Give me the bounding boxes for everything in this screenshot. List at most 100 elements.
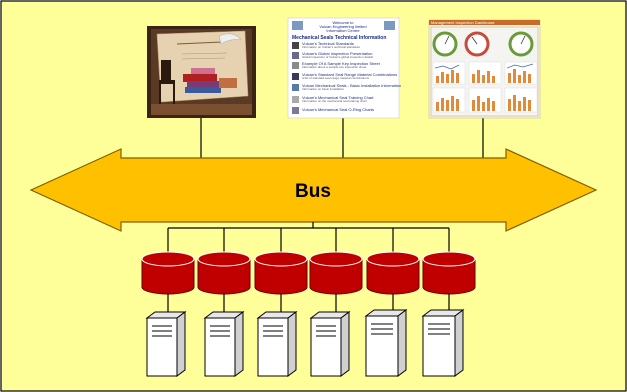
gauge-needle — [444, 35, 450, 45]
database-2 — [197, 251, 251, 295]
server-side-face — [176, 311, 186, 377]
info-centre-screenshot: Welcome to Vulcan Engineering limited In… — [287, 17, 401, 119]
mini-bar — [482, 75, 485, 83]
server-front-face — [257, 317, 289, 377]
server-front-face — [310, 317, 342, 377]
server-tower-icon — [309, 311, 351, 377]
mini-bar — [508, 73, 511, 83]
info-item-icon — [292, 42, 299, 49]
bus-arrow — [29, 148, 598, 232]
database-top — [366, 251, 420, 267]
book-stack-orange — [219, 78, 237, 88]
parchment-text-line — [181, 52, 228, 55]
server-tower-icon — [256, 311, 298, 377]
mini-bar — [518, 101, 521, 111]
mini-bar — [487, 98, 490, 111]
info-heading-line-2: Vulcan Engineering limited — [319, 24, 366, 29]
bus-label: Bus — [295, 181, 331, 202]
mini-bar — [441, 72, 444, 83]
server-tower-icon — [421, 309, 465, 377]
gauge-needle — [471, 36, 478, 45]
gauge-needle — [520, 35, 526, 45]
mini-bar — [456, 73, 459, 83]
mini-bar — [528, 74, 531, 83]
webpage-screenshot — [147, 26, 256, 118]
mini-bar — [513, 69, 516, 83]
server-5 — [364, 309, 408, 377]
server-front-face — [422, 315, 456, 377]
wood-floor — [151, 104, 252, 115]
parchment-heading-line — [176, 41, 223, 45]
info-item-title: Vulcan's Mechanical Seal Training Chart — [302, 95, 374, 100]
database-5 — [366, 251, 420, 295]
server-1 — [145, 311, 187, 377]
info-item-desc: Information on the mechanical seal train… — [302, 99, 367, 103]
mini-bar — [436, 76, 439, 83]
mini-bar — [451, 70, 454, 83]
info-item-title: Vulcan Mechanical Seals - Basic Installa… — [302, 83, 401, 88]
server-3 — [256, 311, 298, 377]
info-item-icon — [292, 107, 299, 114]
mini-bar — [523, 97, 526, 111]
info-item-title: Example Of A Sample Key Inspection Sheet — [302, 61, 381, 66]
mini-bar — [492, 76, 495, 83]
server-side-face — [234, 311, 244, 377]
info-section-title: Mechanical Seals Technical Information — [292, 35, 386, 41]
info-item-title: Vulcan's Standard Seal Range Material Co… — [302, 72, 397, 77]
info-heading-line-3: Information Centre — [326, 28, 360, 33]
info-item-title: Vulcan's Global Inspection Presentation — [302, 51, 372, 56]
book-stack-pink — [191, 68, 215, 74]
server-front-face — [204, 317, 236, 377]
mini-bar — [472, 74, 475, 83]
book-stack-purple — [187, 81, 219, 88]
screen-connectors — [200, 118, 484, 158]
info-item-icon — [292, 52, 299, 59]
info-item-desc: Information on Vulcan's technical standa… — [302, 45, 360, 49]
info-item-icon — [292, 73, 299, 80]
parchment-text-line — [181, 57, 226, 60]
website-screenshot-icon — [287, 17, 400, 119]
server-side-face — [454, 309, 464, 377]
book-stack-red — [183, 74, 217, 82]
mini-bar — [518, 75, 521, 83]
mini-bar — [477, 96, 480, 111]
database-1 — [141, 251, 195, 295]
mini-bar — [513, 95, 516, 111]
mini-bar — [441, 98, 444, 111]
mini-bar — [472, 100, 475, 111]
info-logo-right — [384, 21, 395, 30]
chair-back-icon — [161, 60, 171, 82]
info-item-icon — [292, 96, 299, 103]
server-side-face — [287, 311, 297, 377]
database-top — [422, 251, 476, 267]
server-side-face — [340, 311, 350, 377]
info-item-desc: A list of standard seal range material c… — [302, 76, 370, 80]
server-6 — [421, 309, 465, 377]
server-tower-icon — [364, 309, 408, 377]
info-item-icon — [292, 62, 299, 69]
mini-bar — [487, 71, 490, 83]
database-3 — [254, 251, 308, 295]
database-top — [197, 251, 251, 267]
mini-bar — [492, 101, 495, 111]
database-top — [309, 251, 363, 267]
mini-bar — [436, 102, 439, 111]
info-item-desc: Global inspection of Vulcan's global ins… — [302, 55, 374, 59]
database-4 — [309, 251, 363, 295]
mini-bar — [446, 100, 449, 111]
mini-bar — [446, 74, 449, 83]
database-6 — [422, 251, 476, 295]
server-tower-icon — [203, 311, 245, 377]
database-top — [254, 251, 308, 267]
chair-seat-icon — [159, 80, 175, 84]
book-stack-blue — [185, 87, 221, 93]
info-item-title: Vulcan's Mechanical Seal O-Ring Charts — [302, 107, 374, 112]
mini-trend-line — [434, 64, 460, 70]
dashboard-title-bar — [429, 20, 540, 25]
dashboard-screenshot: Management Inspection Dashboard — [428, 19, 541, 119]
dashboard-panel-border — [430, 26, 539, 117]
info-item-desc: Information about a sample key inspectio… — [302, 65, 367, 69]
server-tower-icon — [145, 311, 187, 377]
